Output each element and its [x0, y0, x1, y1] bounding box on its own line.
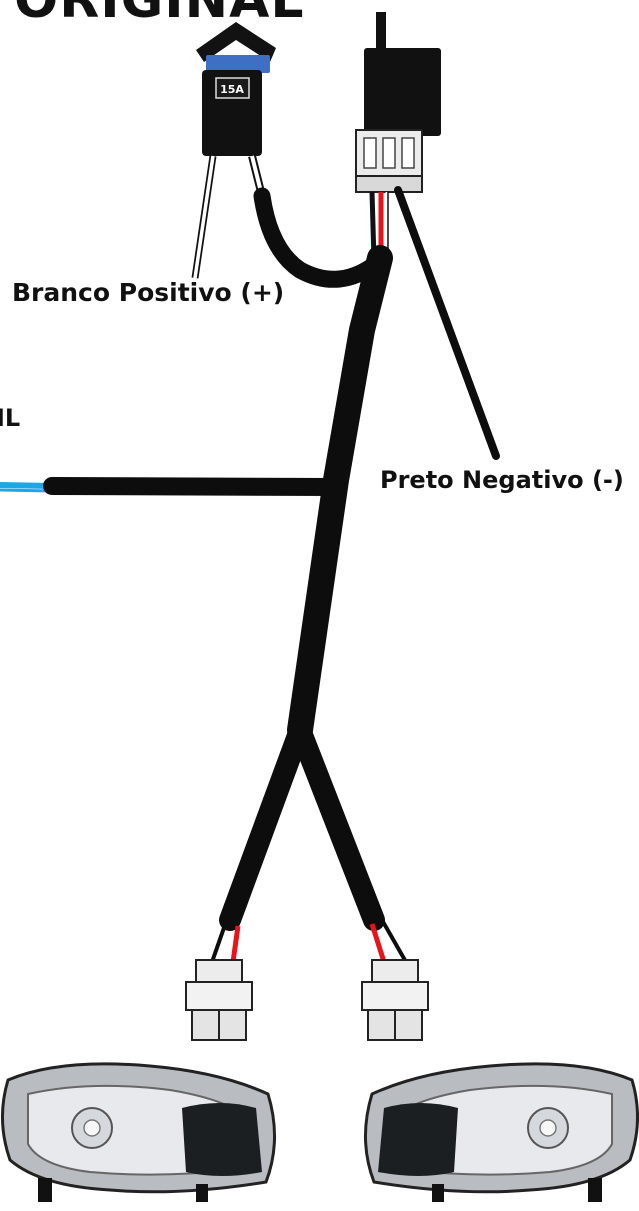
- left-fog-connector: [185, 959, 253, 1041]
- black-negative-wire-label: Preto Negativo (-): [380, 466, 624, 494]
- right-connector-wires: [369, 919, 408, 963]
- fuse-rating-text: 15A: [220, 83, 244, 96]
- left-connector-wires: [210, 921, 241, 963]
- negative-wire: [394, 186, 500, 460]
- left-fog-lamp: [1, 1062, 276, 1202]
- title-fragment: ORIGINAL: [14, 0, 305, 30]
- right-branch: [289, 719, 385, 931]
- main-harness-trunk: [287, 245, 393, 743]
- right-fog-connector: [361, 959, 429, 1041]
- relay: [355, 12, 441, 193]
- fuse-cable-jacket: [253, 187, 387, 288]
- fuse-holder: 15A: [191, 22, 276, 279]
- cropped-signal-label: IL: [0, 404, 21, 432]
- white-positive-wire-label: Branco Positivo (+): [12, 278, 285, 307]
- signal-branch: [0, 477, 345, 496]
- right-fog-lamp: [364, 1062, 639, 1202]
- left-branch: [219, 719, 311, 931]
